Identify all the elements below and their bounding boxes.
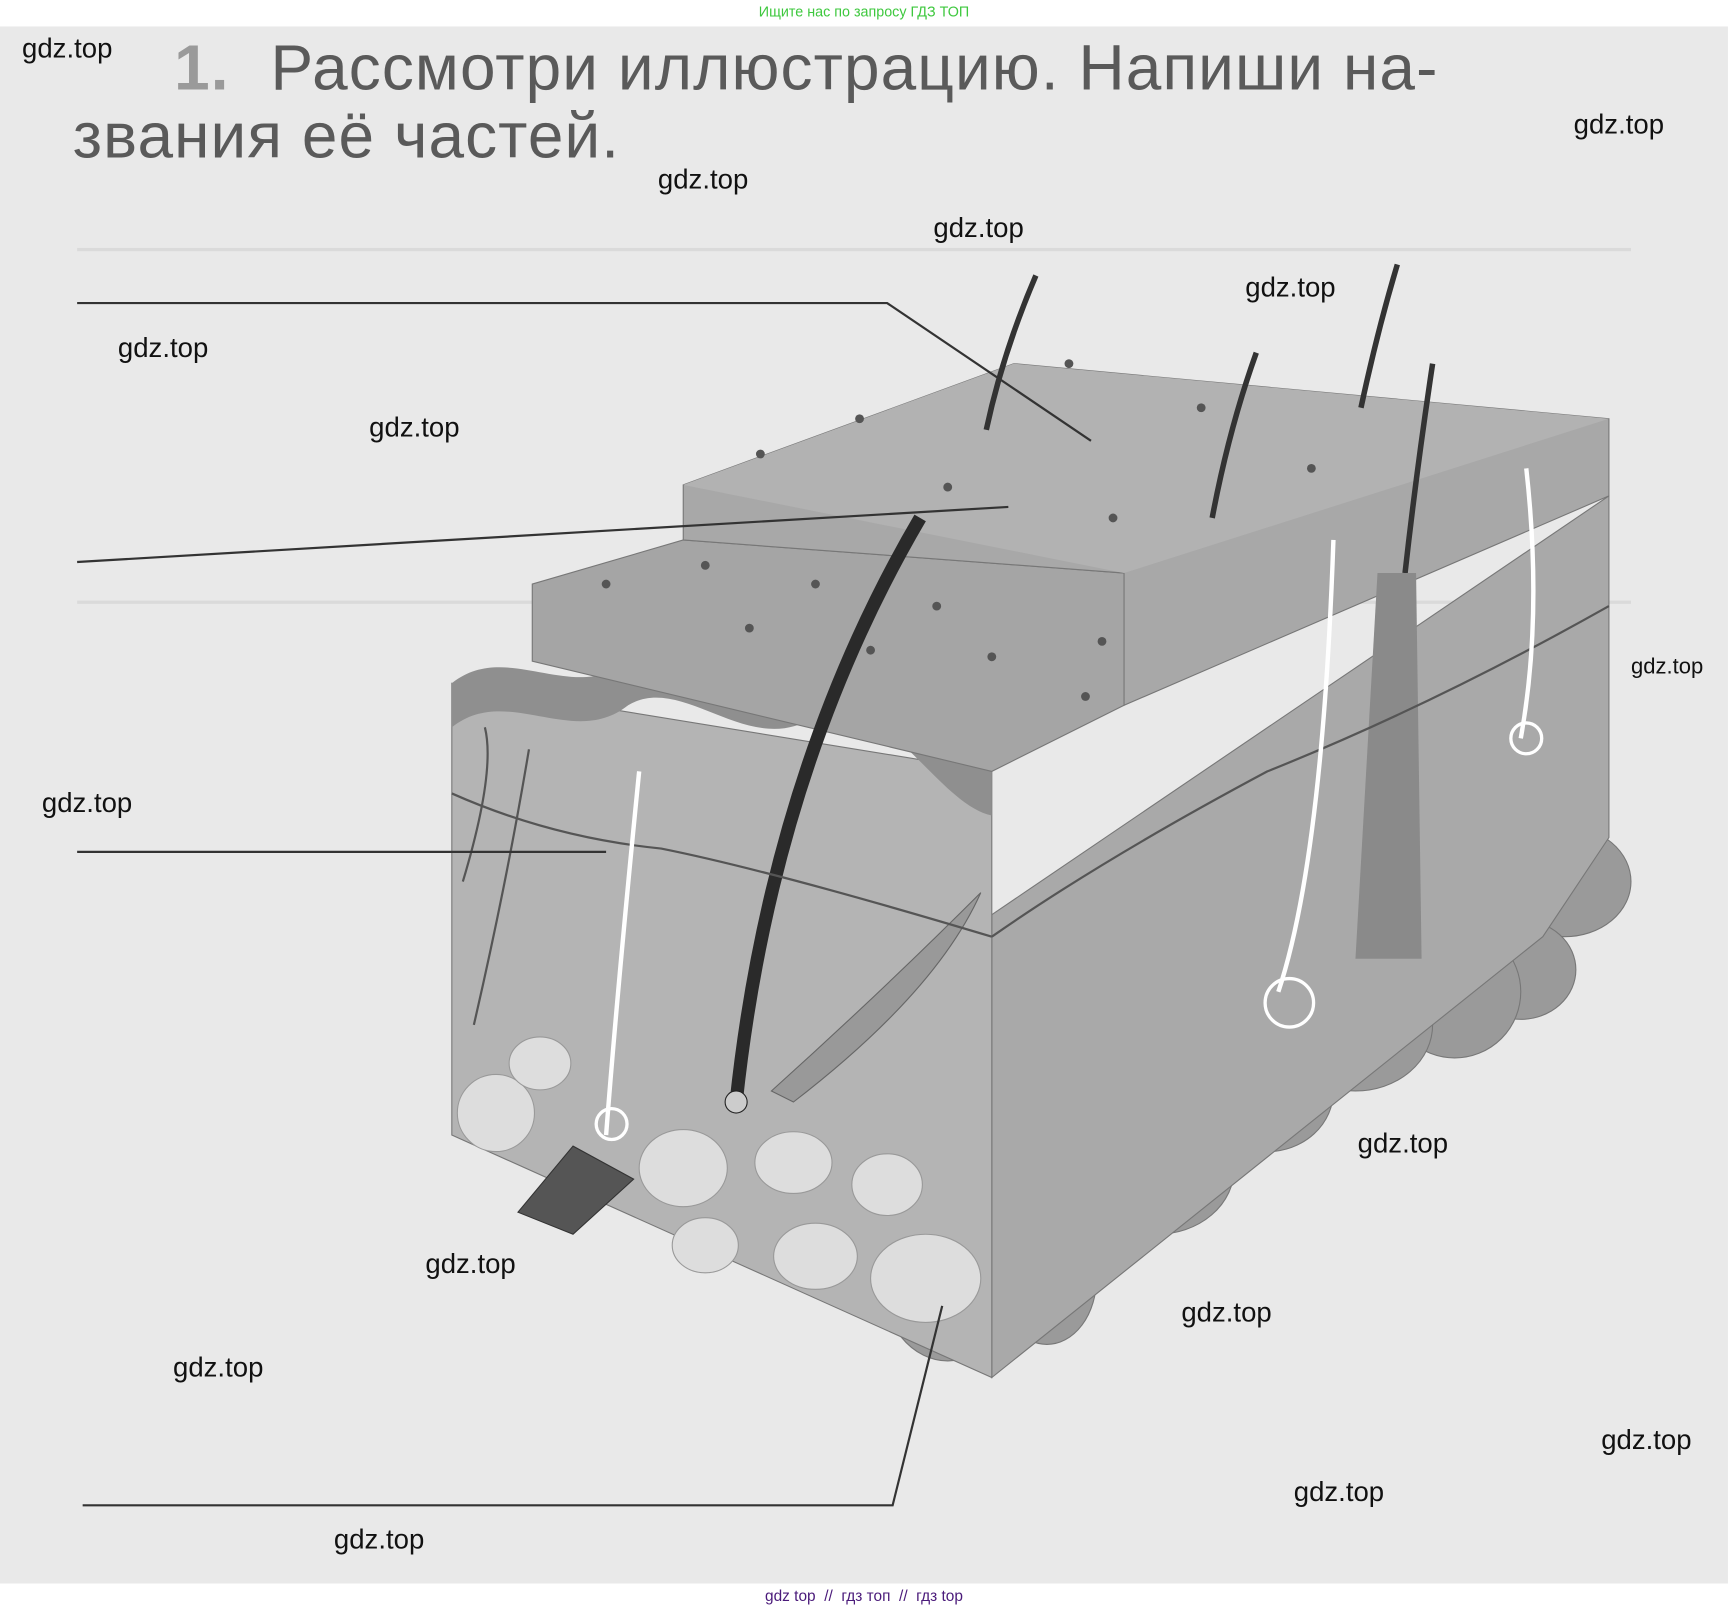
hairs bbox=[729, 263, 1436, 1103]
watermark: gdz.top bbox=[1181, 1297, 1272, 1328]
watermark: gdz.top bbox=[1630, 654, 1704, 679]
top-banner: Ищите нас по запросу ГДЗ ТОП bbox=[0, 0, 1728, 27]
watermark: gdz.top bbox=[1293, 1476, 1385, 1508]
bottom-banner-text[interactable]: gdz top // гдз топ // гдз top bbox=[765, 1586, 963, 1605]
task-title-line2: звания её частей. bbox=[72, 100, 621, 172]
watermark: gdz.top bbox=[933, 212, 1024, 244]
task-title-line1: 1. Рассмотри иллюстрацию. Напиши на- bbox=[174, 31, 1439, 104]
watermark: gdz.top bbox=[657, 164, 749, 196]
watermark: gdz.top bbox=[333, 1524, 425, 1555]
top-banner-text[interactable]: Ищите нас по запросу ГДЗ ТОП bbox=[758, 3, 970, 20]
watermark: gdz.top bbox=[425, 1248, 516, 1280]
watermark: gdz.top bbox=[22, 33, 113, 64]
skin-illustration bbox=[77, 247, 1632, 1507]
watermark: gdz.top bbox=[41, 787, 133, 819]
bottom-banner: gdz top // гдз топ // гдз top bbox=[0, 1583, 1728, 1610]
label-lines bbox=[77, 301, 1092, 1507]
watermark: gdz.top bbox=[1573, 109, 1665, 140]
watermark: gdz.top bbox=[369, 412, 460, 444]
watermark: gdz.top bbox=[117, 332, 209, 364]
watermark: gdz.top bbox=[1357, 1128, 1449, 1160]
watermark: gdz.top bbox=[1601, 1424, 1692, 1456]
watermark: gdz.top bbox=[1245, 272, 1336, 304]
textbook-page: 1. Рассмотри иллюстрацию. Напиши на- зва… bbox=[0, 26, 1728, 1584]
watermark: gdz.top bbox=[173, 1352, 264, 1384]
